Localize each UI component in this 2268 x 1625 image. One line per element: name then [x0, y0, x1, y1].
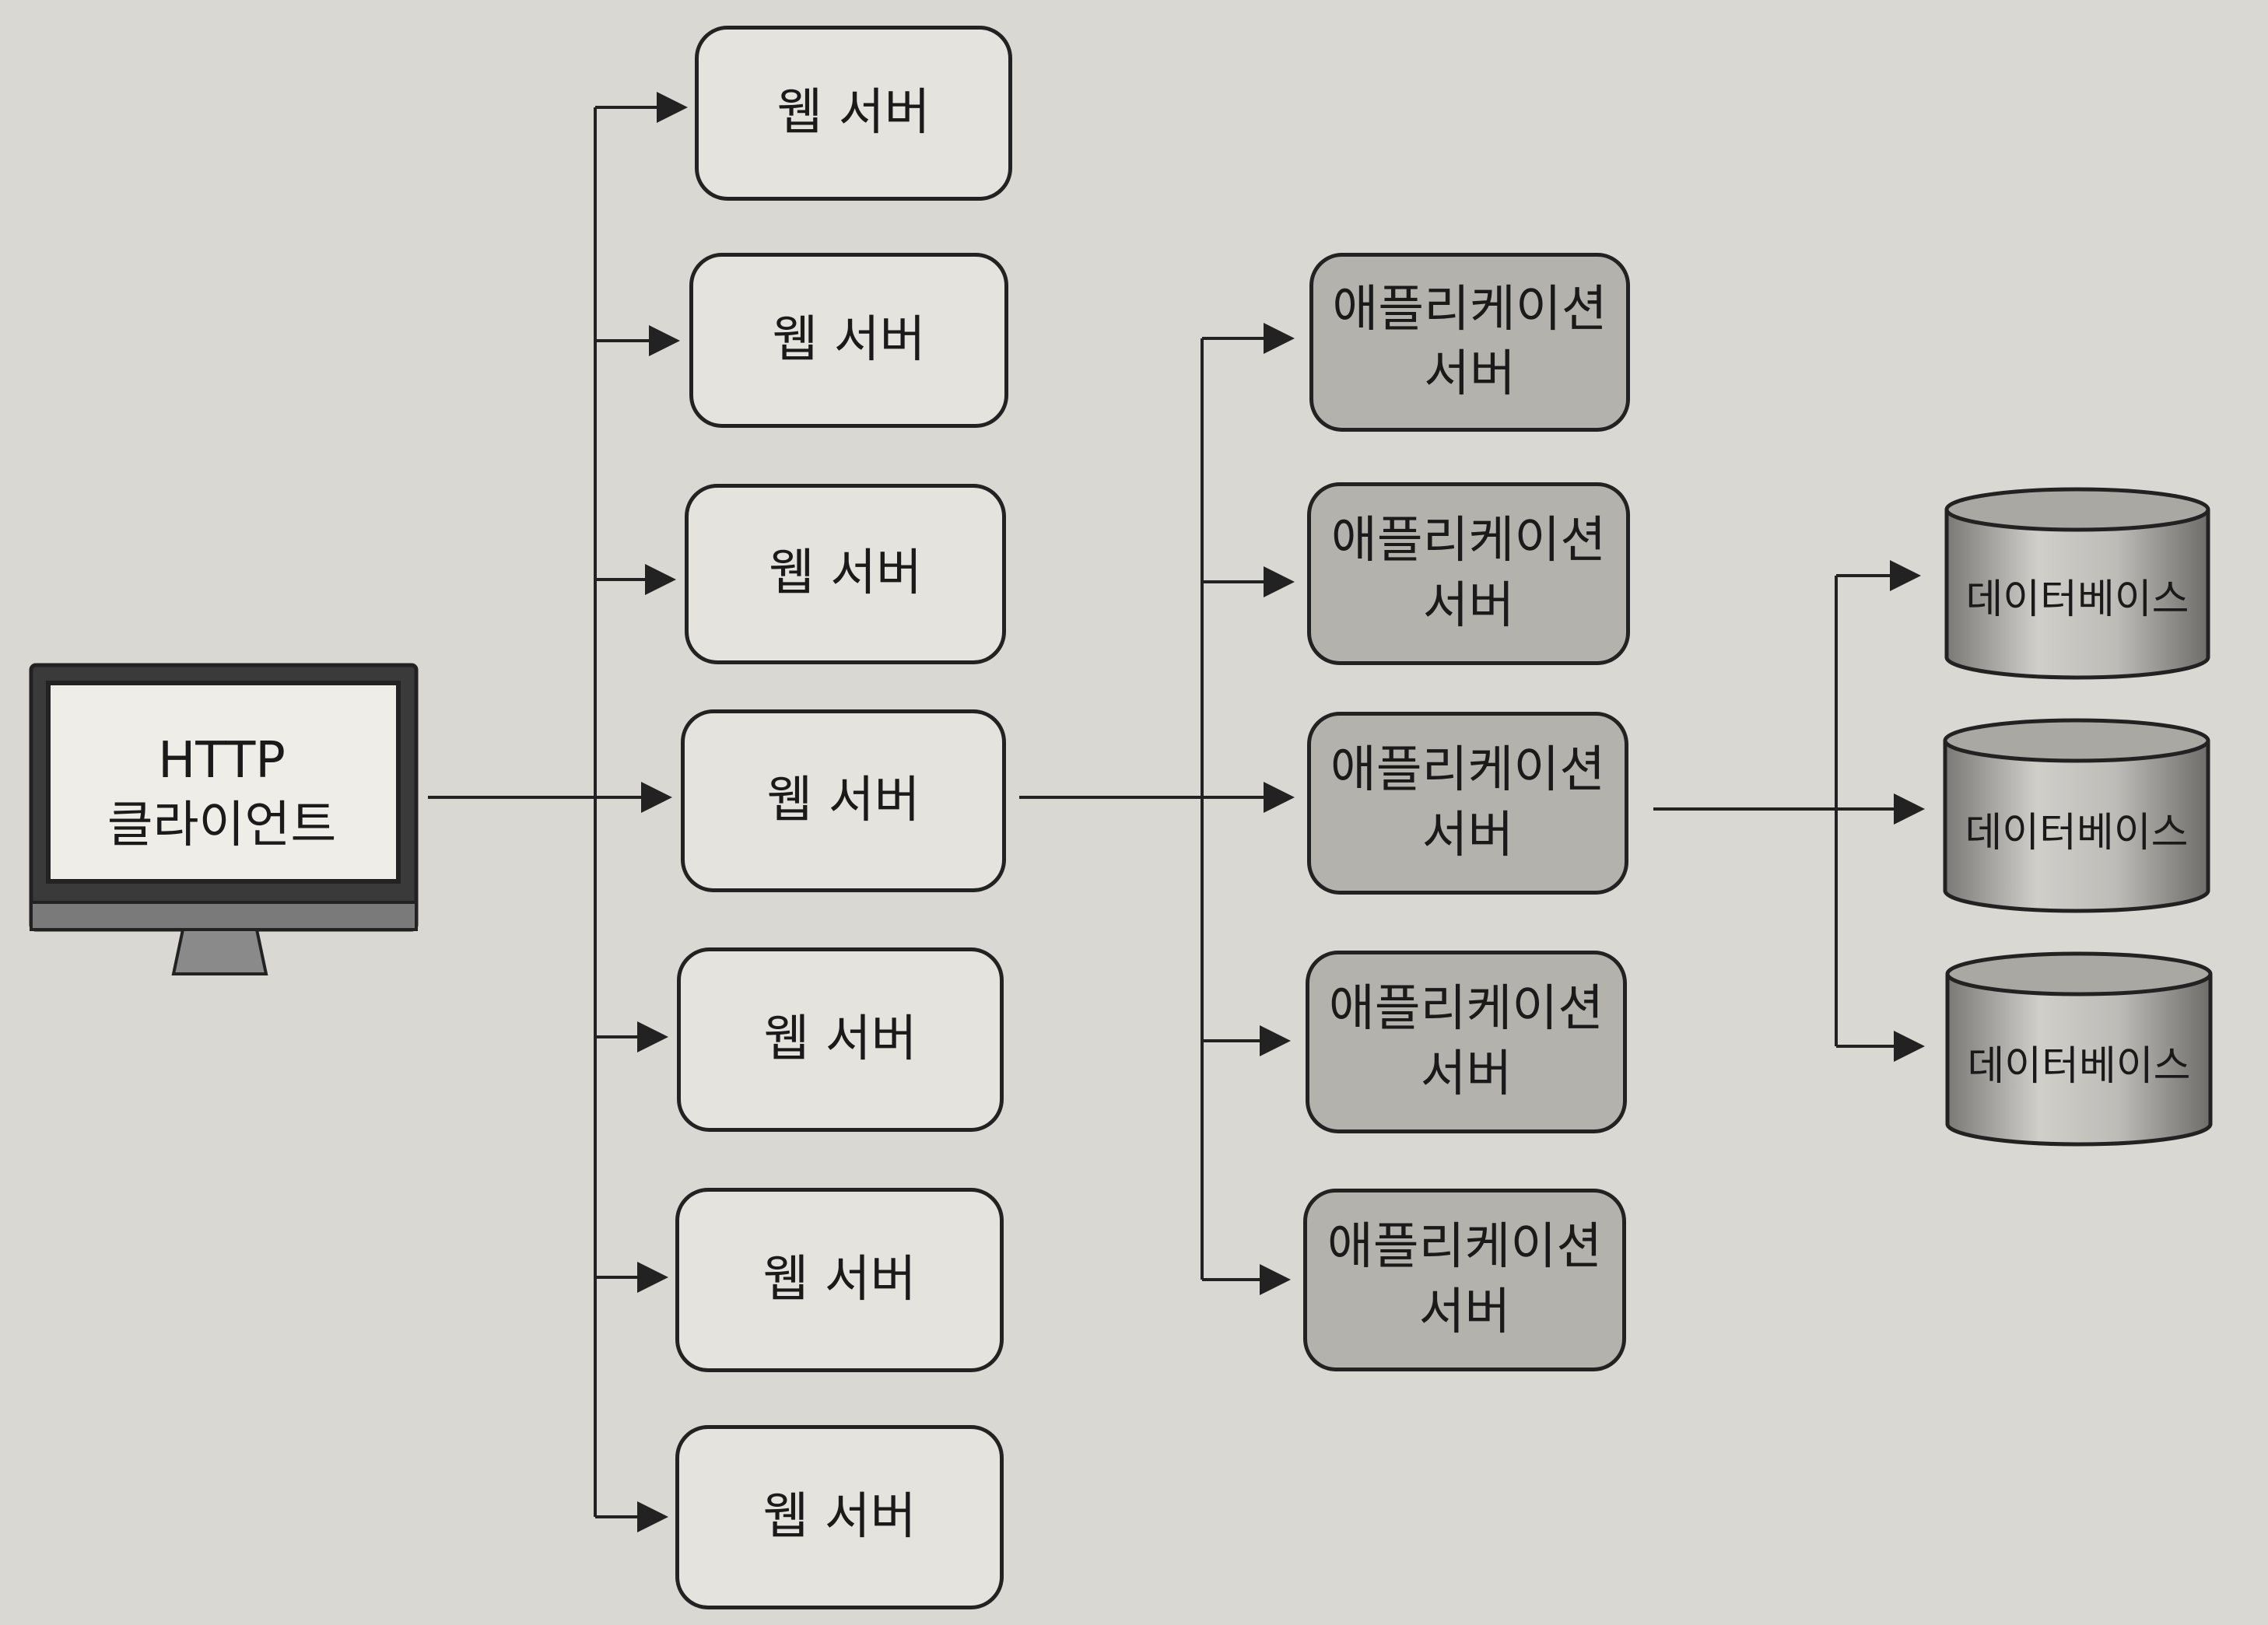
database-label: 데이터베이스 — [1967, 1043, 2191, 1090]
application-server-label: 애플리케이션 서버 — [1332, 280, 1607, 403]
application-server-label: 애플리케이션 서버 — [1330, 741, 1606, 864]
web-server-box: 웹 서버 — [675, 1425, 1004, 1609]
web-server-label: 웹 서버 — [762, 1250, 917, 1308]
application-server-box: 애플리케이션 서버 — [1306, 951, 1627, 1133]
database-cylinder-icon — [1945, 951, 2213, 1147]
application-server-box: 애플리케이션 서버 — [1309, 253, 1630, 432]
web-server-label: 웹 서버 — [763, 1010, 917, 1068]
web-server-box: 웹 서버 — [677, 947, 1004, 1132]
monitor-icon — [29, 663, 419, 975]
database-cylinder-icon — [1943, 718, 2210, 913]
application-server-box: 애플리케이션 서버 — [1303, 1189, 1626, 1371]
database-cylinder-icon — [1944, 487, 2210, 680]
web-server-box: 웹 서버 — [681, 709, 1006, 892]
application-server-box: 애플리케이션 서버 — [1307, 482, 1630, 665]
web-server-label: 웹 서버 — [762, 1487, 917, 1546]
web-server-label: 웹 서버 — [776, 83, 931, 142]
database-label: 데이터베이스 — [1965, 810, 2189, 856]
web-server-label: 웹 서버 — [766, 771, 920, 829]
web-server-box: 웹 서버 — [689, 253, 1008, 428]
web-server-label: 웹 서버 — [769, 545, 922, 603]
application-server-box: 애플리케이션 서버 — [1307, 712, 1628, 895]
http-client-label: HTTP 클라이언트 — [107, 731, 337, 854]
application-server-label: 애플리케이션 서버 — [1328, 980, 1604, 1103]
web-server-box: 웹 서버 — [685, 484, 1006, 664]
web-server-label: 웹 서버 — [772, 310, 926, 369]
web-server-box: 웹 서버 — [695, 26, 1012, 201]
database-label: 데이터베이스 — [1965, 576, 2189, 623]
application-server-label: 애플리케이션 서버 — [1330, 512, 1607, 635]
application-server-label: 애플리케이션 서버 — [1327, 1218, 1603, 1341]
web-server-box: 웹 서버 — [675, 1188, 1004, 1372]
